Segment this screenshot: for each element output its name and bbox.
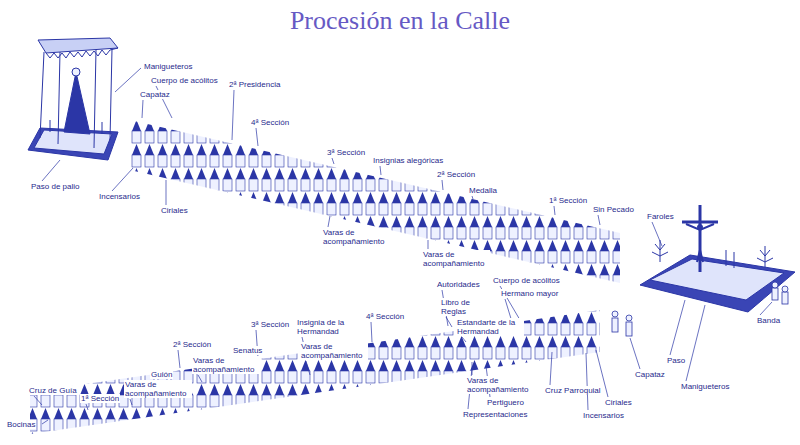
callout-label: Senatus [232,346,263,355]
callout-label: 1ª Sección [80,394,120,403]
callout-label: Guión [150,370,173,379]
callout-label: Bocinas [6,420,36,429]
callout-label: Hermano mayor [500,289,559,298]
callout-label: Cruz de Guía [28,386,78,395]
callout-label: Insignias alegóricas [372,156,444,165]
callout-label: Varas de acompañamiento [422,250,490,268]
callout-label: Medalla [468,186,498,195]
callout-label: Paso [666,356,686,365]
band-figures [772,282,788,304]
callout-label: Varas de acompañamiento [322,228,390,246]
callout-label: Capataz [139,90,171,99]
callout-label: Cruz Parroquial [544,386,602,395]
callout-label: Ciriales [160,206,189,215]
callout-label: Manigueteros [680,382,730,391]
callout-label: 1ª Sección [548,196,588,205]
escort-figures [612,311,632,336]
callout-label: Cuerpo de acólitos [492,276,561,285]
diagram-title: Procesión en la Calle [0,6,800,36]
callout-label: Ciriales [604,398,633,407]
callout-label: Cuerpo de acólitos [150,76,219,85]
leader-line [34,68,772,424]
callout-label: Faroles [646,212,675,221]
cristo-float [640,205,795,312]
callout-label: 3ª Sección [250,320,290,329]
callout-label: 4ª Sección [365,312,405,321]
callout-label: 2ª Sección [436,170,476,179]
callout-label: 3ª Sección [326,148,366,157]
callout-label: Representaciones [462,410,528,419]
palio-float [28,38,118,160]
callout-label: Estandarte de la Hermandad [456,318,524,336]
callout-label: Varas de acompañamiento [192,356,260,374]
callout-label: 2ª Presidencia [228,80,281,89]
callout-label: Capataz [634,370,666,379]
nazareno-row [30,310,600,434]
callout-label: 4ª Sección [250,118,290,127]
callout-label: Insignia de la Hermandad [296,318,364,336]
callout-label: Manigueteros [143,62,193,71]
callout-label: Varas de acompañamiento [124,380,192,398]
callout-label: Incensarios [98,192,141,201]
callout-label: Paso de palio [30,182,80,191]
nazareno-row [130,120,620,283]
callout-label: Varas de acompañamiento [300,342,368,360]
callout-label: Pertiguero [486,398,525,407]
callout-label: 2ª Sección [172,340,212,349]
callout-label: Sin Pecado [592,205,635,214]
callout-label: Autoridades [436,280,481,289]
callout-label: Libro de Reglas [440,298,482,316]
callout-label: Banda [756,316,781,325]
callout-label: Varas de acompañamiento [466,376,534,394]
callout-label: Incensarios [582,411,625,420]
